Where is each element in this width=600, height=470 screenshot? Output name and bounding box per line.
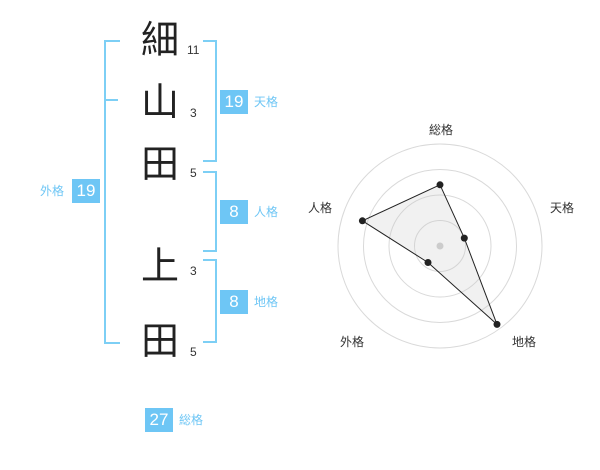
axis-label-chikaku: 地格 xyxy=(512,334,536,349)
jinkaku-bracket xyxy=(203,171,217,252)
radar-ring-1 xyxy=(414,220,466,272)
stroke-count-4: 3 xyxy=(190,264,197,278)
chikaku-label: 地格 xyxy=(254,295,279,309)
name-char-3: 田 xyxy=(141,142,180,186)
radar-point-5 xyxy=(358,217,366,225)
radar-point-2 xyxy=(460,234,468,242)
tenkaku-bracket xyxy=(203,40,217,162)
radar-point-3 xyxy=(493,320,501,328)
axis-label-soukaku: 総格 xyxy=(429,122,453,137)
tenkaku-value-badge: 19 xyxy=(220,90,248,114)
jinkaku-value-badge: 8 xyxy=(220,200,248,224)
gaikaku-value-badge: 19 xyxy=(72,179,100,203)
axis-label-tenkaku: 天格 xyxy=(550,200,574,215)
radar-ring-2 xyxy=(388,194,492,298)
radar-point-4 xyxy=(424,259,432,266)
gaikaku-label: 外格 xyxy=(40,184,65,198)
name-char-2: 山 xyxy=(141,80,180,124)
gaikaku-bracket-tick xyxy=(104,99,118,101)
chikaku-bracket xyxy=(203,259,217,343)
name-char-4: 上 xyxy=(141,244,180,288)
gaikaku-bracket xyxy=(104,40,120,344)
radar-ring-4 xyxy=(337,143,543,349)
chikaku-value-badge: 8 xyxy=(220,290,248,314)
name-char-1: 細 xyxy=(141,18,180,62)
radar-center-dot xyxy=(436,242,444,250)
name-char-5: 田 xyxy=(141,319,180,363)
jinkaku-label: 人格 xyxy=(254,205,279,219)
stroke-count-1: 11 xyxy=(187,43,200,57)
tenkaku-label: 天格 xyxy=(254,95,279,109)
stroke-count-3: 5 xyxy=(190,166,197,180)
axis-label-jinkaku: 人格 xyxy=(308,200,332,215)
radar-polygon xyxy=(361,184,498,325)
soukaku-value-badge: 27 xyxy=(145,408,173,432)
stroke-count-5: 5 xyxy=(190,345,197,359)
radar-ring-3 xyxy=(363,169,517,323)
soukaku-label: 総格 xyxy=(179,413,204,427)
radar-point-1 xyxy=(436,181,444,189)
stroke-count-2: 3 xyxy=(190,106,197,120)
axis-label-gaikaku: 外格 xyxy=(340,334,364,349)
